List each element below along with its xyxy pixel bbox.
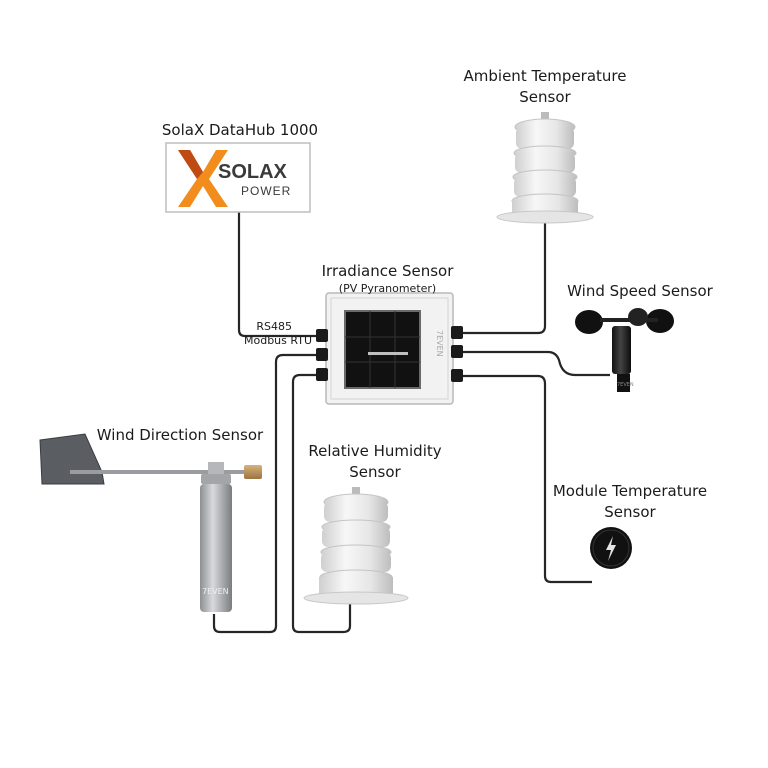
humidity-sensor-label-line2: Sensor	[349, 463, 401, 481]
datahub-device: SOLAX POWER	[165, 142, 311, 213]
irradiance-sensor-image: 7EVEN	[316, 292, 463, 405]
solax-logo: SOLAX POWER	[178, 150, 291, 207]
irradiance-sensor-sublabel: (PV Pyranometer)	[338, 282, 437, 295]
ambient-temperature-sensor-image	[496, 112, 594, 224]
svg-text:7EVEN: 7EVEN	[435, 330, 444, 357]
wind-speed-sensor-image: 7EVEN	[575, 308, 674, 392]
humidity-sensor-image	[303, 487, 409, 605]
wire-module-temp	[455, 374, 592, 584]
logo-brand-text: SOLAX	[218, 161, 288, 183]
wind-speed-sensor-label: Wind Speed Sensor	[567, 282, 713, 300]
wind-direction-sensor-image: 7EVEN	[39, 433, 262, 612]
module-temperature-sensor-image	[590, 527, 632, 569]
rs485-label: RS485	[256, 320, 292, 333]
irradiance-sensor-label: Irradiance Sensor	[321, 262, 454, 280]
svg-text:7EVEN: 7EVEN	[617, 382, 634, 388]
modbus-rtu-label: Modbus RTU	[244, 334, 312, 347]
logo-sub-text: POWER	[241, 184, 291, 198]
wire-wind-direction	[212, 353, 322, 634]
wire-datahub	[237, 212, 322, 338]
svg-text:7EVEN: 7EVEN	[202, 587, 229, 596]
wire-ambient	[455, 222, 547, 335]
wire-wind-speed	[455, 350, 610, 377]
wire-humidity	[291, 373, 352, 634]
module-temperature-label-line2: Sensor	[604, 503, 656, 521]
wires	[212, 212, 610, 634]
humidity-sensor-label-line1: Relative Humidity	[308, 442, 442, 460]
datahub-label: SolaX DataHub 1000	[161, 121, 319, 139]
module-temperature-label-line1: Module Temperature	[552, 482, 708, 500]
wind-direction-sensor-label: Wind Direction Sensor	[96, 426, 264, 444]
ambient-temperature-label-line1: Ambient Temperature	[463, 67, 627, 85]
ambient-temperature-label-line2: Sensor	[519, 88, 571, 106]
